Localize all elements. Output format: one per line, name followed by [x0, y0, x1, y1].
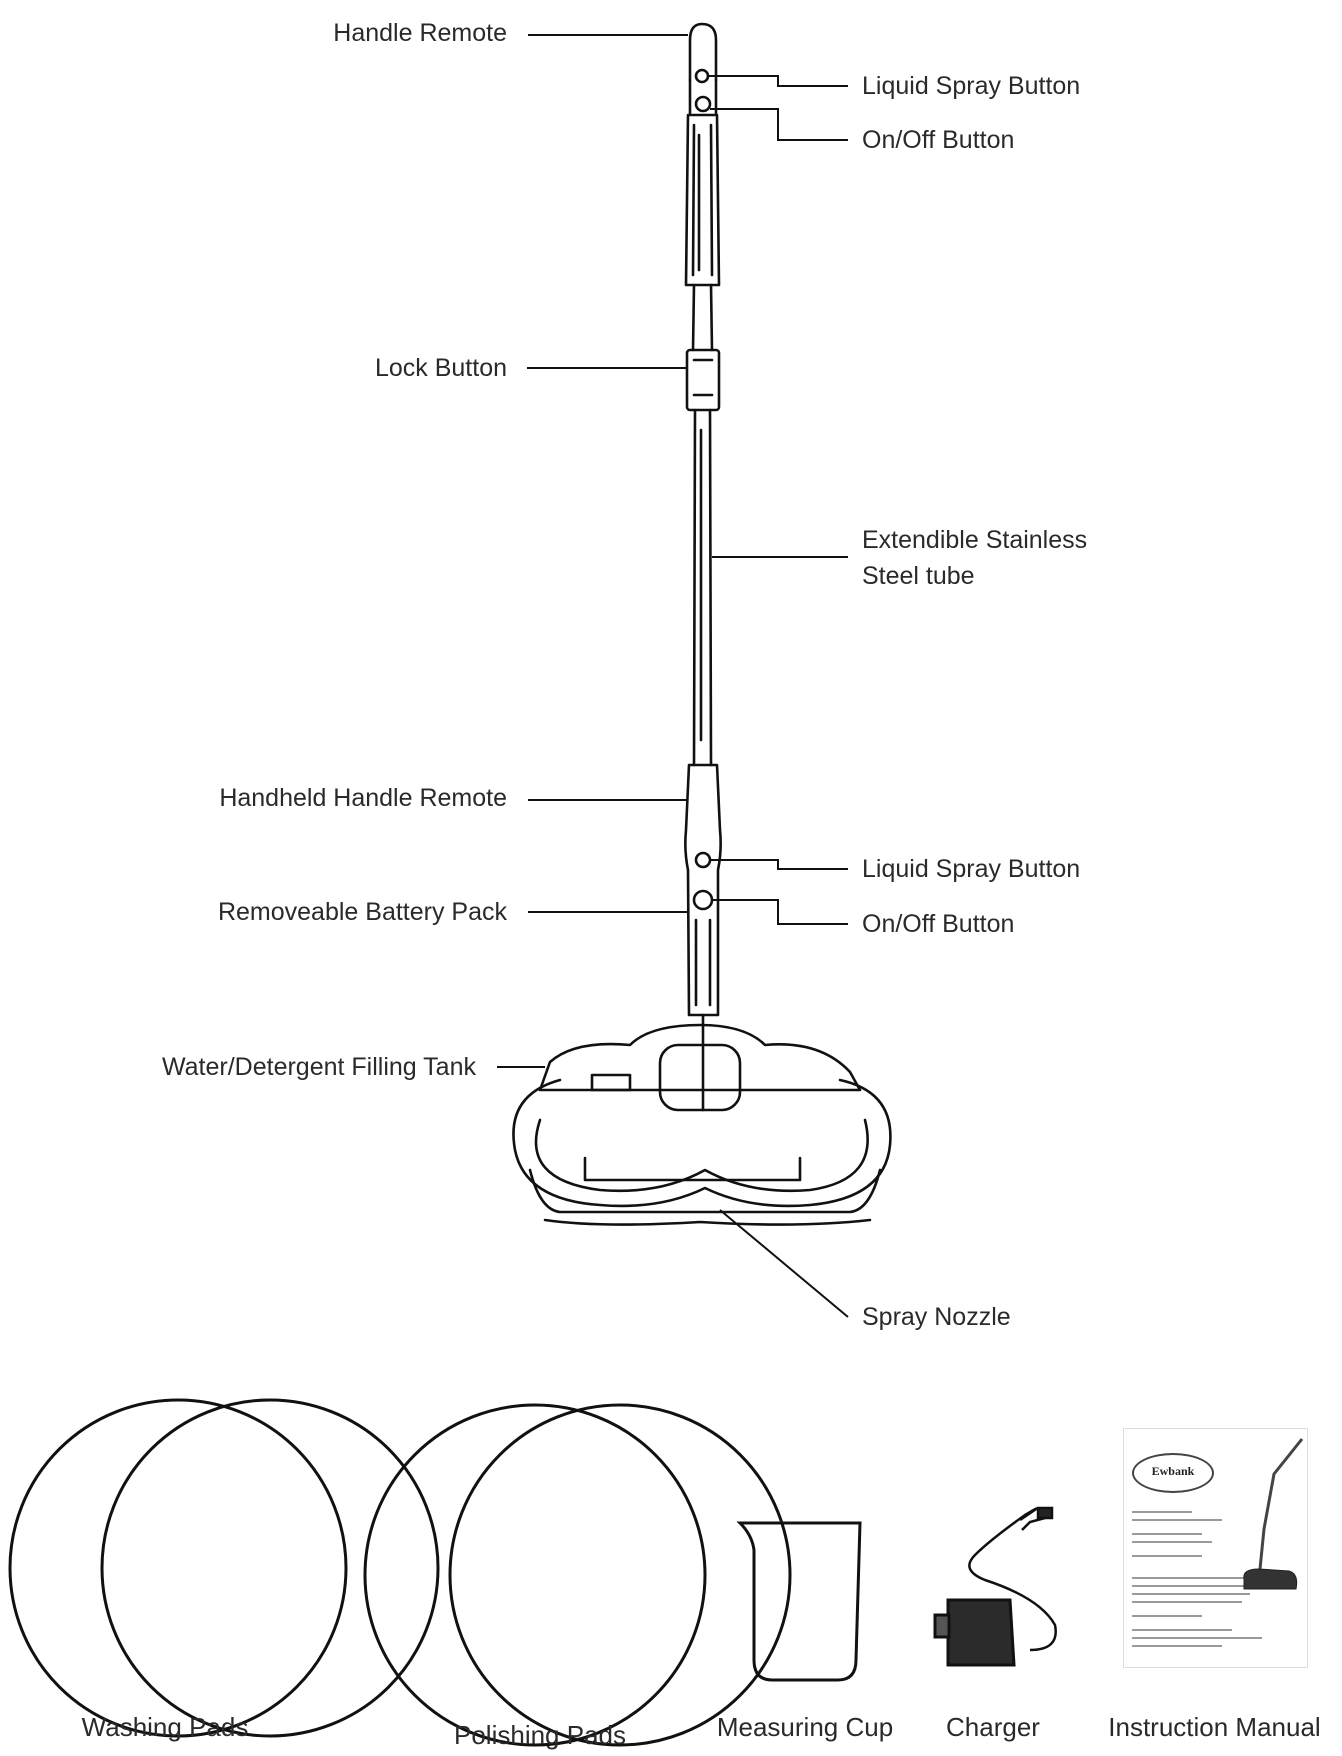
- accessories-drawing: [8, 1398, 1057, 1747]
- manual-mop-illustration: [1243, 1438, 1304, 1590]
- label-filling-tank: Water/Detergent Filling Tank: [161, 1053, 476, 1081]
- label-handheld-handle-remote: Handheld Handle Remote: [219, 784, 507, 812]
- washing-pad-front-icon: [100, 1398, 440, 1738]
- washing-pad-back-icon: [8, 1398, 348, 1738]
- caption-washing-pads: Washing Pads: [81, 1712, 249, 1742]
- label-lock-button: Lock Button: [374, 354, 507, 382]
- label-onoff-button-top: On/Off Button: [862, 126, 1015, 154]
- caption-instruction-manual: Instruction Manual: [1108, 1712, 1321, 1742]
- leader-lines: [497, 34, 849, 1318]
- mop-drawing: [512, 22, 892, 1226]
- label-tube-line2: Steel tube: [862, 562, 975, 590]
- brand-logo: Ewbank: [1132, 1453, 1214, 1493]
- polishing-pad-back-icon: [363, 1403, 707, 1747]
- instruction-manual-cover: Ewbank: [1123, 1428, 1308, 1668]
- label-onoff-button-bottom: On/Off Button: [862, 910, 1015, 938]
- polishing-pad-front-icon: [448, 1403, 792, 1747]
- measuring-cup-icon: [736, 1521, 862, 1682]
- caption-polishing-pads: Polishing Pads: [454, 1720, 626, 1750]
- label-spray-nozzle: Spray Nozzle: [862, 1303, 1011, 1331]
- caption-charger: Charger: [946, 1712, 1040, 1742]
- label-liquid-spray-button-bottom: Liquid Spray Button: [862, 855, 1081, 883]
- charger-body-icon: [946, 1598, 1016, 1667]
- label-handle-remote: Handle Remote: [333, 19, 507, 47]
- label-liquid-spray-button-top: Liquid Spray Button: [862, 72, 1081, 100]
- label-removeable-battery-pack: Removeable Battery Pack: [217, 898, 507, 926]
- charger-icon: [968, 1506, 1057, 1652]
- label-tube-line1: Extendible Stainless: [862, 526, 1088, 554]
- caption-measuring-cup: Measuring Cup: [716, 1712, 894, 1742]
